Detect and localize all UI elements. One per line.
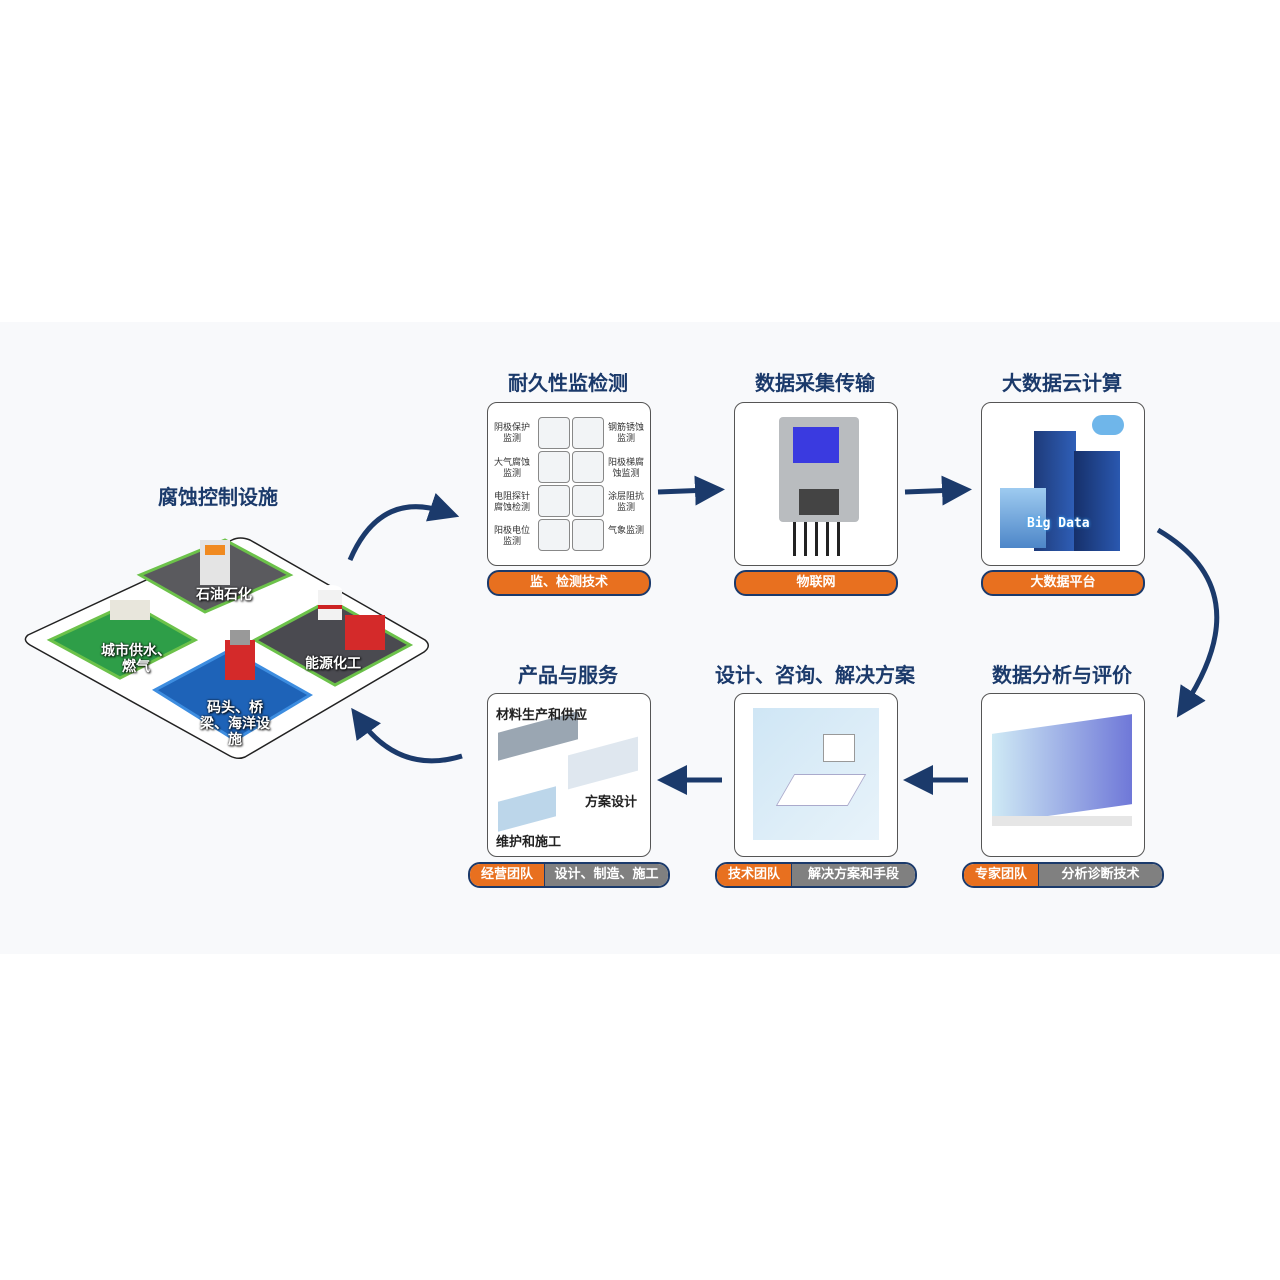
products-card: 材料生产和供应 方案设计 维护和施工 bbox=[487, 693, 651, 857]
team-label: 专家团队 bbox=[964, 864, 1039, 886]
sensor-thumbnail bbox=[572, 519, 604, 551]
zone-marine: 码头、桥梁、海洋设施 bbox=[200, 700, 270, 748]
device-cables bbox=[793, 522, 843, 556]
zone-water-gas: 城市供水、燃气 bbox=[101, 643, 171, 675]
iot-card bbox=[734, 402, 898, 566]
monitor-item: 钢筋锈蚀监测 bbox=[607, 423, 644, 444]
maintenance-illustration bbox=[498, 786, 556, 832]
big-data-tag: 大数据平台 bbox=[981, 570, 1145, 596]
analysis-title: 数据分析与评价 bbox=[992, 663, 1132, 687]
data-transfer-title: 数据采集传输 bbox=[755, 371, 875, 395]
arrow-left-to-top bbox=[347, 492, 460, 561]
presentation-board bbox=[823, 734, 855, 762]
arrow-iot-to-cloud bbox=[904, 475, 972, 506]
device-screen bbox=[793, 427, 839, 463]
device-keypad bbox=[799, 489, 839, 515]
team-desc: 分析诊断技术 bbox=[1039, 864, 1162, 886]
sensor-thumbnail bbox=[572, 485, 604, 517]
analysis-pill: 专家团队 分析诊断技术 bbox=[962, 862, 1164, 888]
server-tower bbox=[1074, 451, 1120, 551]
monitor-item: 大气腐蚀监测 bbox=[493, 458, 530, 479]
sensor-thumbnail bbox=[538, 485, 570, 517]
team-desc: 解决方案和手段 bbox=[792, 864, 915, 886]
arrow-cloud-to-analysis bbox=[1156, 527, 1220, 718]
design-title: 设计、咨询、解决方案 bbox=[715, 663, 915, 687]
design-office-illustration bbox=[568, 736, 638, 790]
laptop-base bbox=[992, 816, 1132, 826]
iot-tag: 物联网 bbox=[734, 570, 898, 596]
products-pill: 经营团队 设计、制造、施工 bbox=[468, 862, 670, 888]
sub-materials: 材料生产和供应 bbox=[496, 708, 588, 723]
big-data-text: Big Data bbox=[1027, 516, 1090, 531]
monitor-item: 气象监测 bbox=[607, 526, 644, 536]
sensor-thumbnail bbox=[572, 417, 604, 449]
arrow-product-to-left bbox=[351, 707, 463, 764]
sensor-thumbnail bbox=[538, 519, 570, 551]
products-title: 产品与服务 bbox=[518, 663, 618, 687]
dashboard-illustration bbox=[992, 714, 1132, 824]
monitoring-title: 耐久性监检测 bbox=[508, 371, 628, 395]
analysis-card bbox=[981, 693, 1145, 857]
monitor-item: 阳极电位监测 bbox=[493, 526, 530, 547]
zone-energy-chemical: 能源化工 bbox=[305, 656, 361, 672]
zone-petrochemical: 石油石化 bbox=[196, 587, 252, 603]
cloud-icon bbox=[1092, 415, 1124, 435]
server-tower bbox=[1000, 488, 1046, 548]
sub-maintenance: 维护和施工 bbox=[496, 835, 562, 850]
team-label: 技术团队 bbox=[717, 864, 792, 886]
facilities-title: 腐蚀控制设施 bbox=[158, 485, 278, 509]
monitor-item: 阴极保护监测 bbox=[493, 423, 530, 444]
cloud-title: 大数据云计算 bbox=[1002, 371, 1122, 395]
design-pill: 技术团队 解决方案和手段 bbox=[715, 862, 917, 888]
monitor-item: 阳极梯腐蚀监测 bbox=[607, 458, 644, 479]
big-data-card: Big Data bbox=[981, 402, 1145, 566]
monitor-item: 涂层阻抗监测 bbox=[607, 492, 644, 513]
monitoring-tag: 监、检测技术 bbox=[487, 570, 651, 596]
sensor-thumbnail bbox=[538, 417, 570, 449]
sensor-thumbnail bbox=[572, 451, 604, 483]
monitoring-card: 阴极保护监测 钢筋锈蚀监测 大气腐蚀监测 阳极梯腐蚀监测 电阻探针腐蚀检测 涂层… bbox=[487, 402, 651, 566]
facilities-illustration bbox=[24, 537, 429, 760]
arrow-monitor-to-iot bbox=[657, 475, 725, 506]
team-label: 经营团队 bbox=[470, 864, 545, 886]
sub-design: 方案设计 bbox=[585, 795, 638, 810]
monitor-item: 电阻探针腐蚀检测 bbox=[493, 492, 530, 513]
team-desc: 设计、制造、施工 bbox=[545, 864, 668, 886]
design-card bbox=[734, 693, 898, 857]
sensor-thumbnail bbox=[538, 451, 570, 483]
